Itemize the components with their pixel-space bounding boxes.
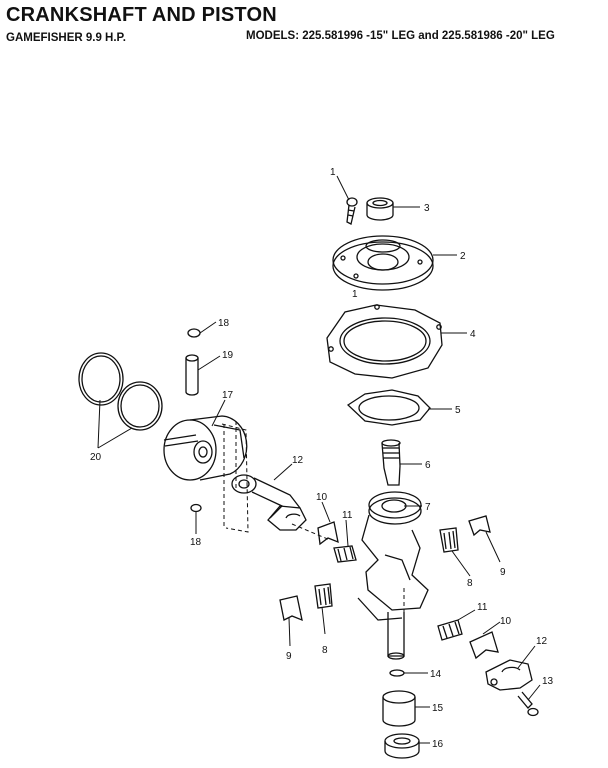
part-14-o-ring — [389, 669, 405, 677]
callout-2: 2 — [460, 251, 466, 262]
part-1-screw — [346, 197, 358, 225]
callout-7: 7 — [425, 502, 431, 513]
callout-10-upper: 10 — [316, 492, 328, 503]
callout-12-cap: 12 — [536, 636, 548, 647]
callout-11-lower: 11 — [477, 602, 488, 613]
part-10-cage-lower — [469, 631, 499, 660]
part-17-piston — [163, 415, 248, 481]
part-8-needle-bearing-right — [439, 527, 459, 553]
part-19-wrist-pin — [185, 354, 199, 396]
part-3-seal — [366, 197, 394, 221]
callout-19: 19 — [222, 350, 234, 361]
part-10-cage-upper — [317, 521, 339, 546]
callout-1-housing: 1 — [352, 289, 358, 300]
callout-17: 17 — [222, 390, 234, 401]
diagram-title: CRANKSHAFT AND PISTON — [6, 4, 277, 26]
part-15-bushing — [382, 690, 416, 727]
part-11-bearing-lower — [437, 619, 463, 641]
part-5-gasket — [346, 389, 431, 426]
part-20-piston-rings — [78, 352, 163, 431]
callout-6: 6 — [425, 460, 431, 471]
callout-18-upper: 18 — [218, 318, 230, 329]
callout-14: 14 — [430, 669, 442, 680]
callout-20: 20 — [90, 452, 102, 463]
callout-13: 13 — [542, 676, 554, 687]
part-2-bearing-housing — [332, 235, 434, 291]
callout-15: 15 — [432, 703, 444, 714]
callout-18-lower: 18 — [190, 537, 202, 548]
engine-model-subtitle: GAMEFISHER 9.9 H.P. — [6, 32, 126, 44]
callout-10-lower: 10 — [500, 616, 512, 627]
part-18-clip-lower — [190, 503, 202, 513]
callout-12-rod: 12 — [292, 455, 304, 466]
part-4-gasket-plate — [326, 304, 443, 379]
part-6-7-crankshaft — [357, 439, 429, 660]
part-9-cage-left — [279, 595, 303, 622]
callout-16: 16 — [432, 739, 444, 750]
callout-3: 3 — [424, 203, 430, 214]
part-12-rod-cap — [485, 659, 533, 691]
part-11-bearing-upper — [333, 545, 357, 563]
part-9-cage-right — [468, 515, 491, 537]
callout-8-right: 8 — [467, 578, 473, 589]
callout-5: 5 — [455, 405, 461, 416]
callout-11-upper: 11 — [342, 510, 353, 521]
models-line: MODELS: 225.581996 -15" LEG and 225.5819… — [246, 30, 555, 42]
leader-lines — [97, 175, 541, 744]
callout-9-left: 9 — [286, 651, 292, 662]
part-18-clip-upper — [187, 328, 201, 338]
part-13-bolt — [517, 691, 539, 717]
part-12-connecting-rod — [231, 474, 307, 531]
assembly-guide-lines — [221, 420, 405, 618]
part-16-seal — [384, 733, 420, 759]
callout-9-right: 9 — [500, 567, 506, 578]
part-8-needle-bearing-left — [314, 583, 333, 609]
callout-4: 4 — [470, 329, 476, 340]
callout-8-left: 8 — [322, 645, 328, 656]
callout-1: 1 — [330, 167, 336, 178]
